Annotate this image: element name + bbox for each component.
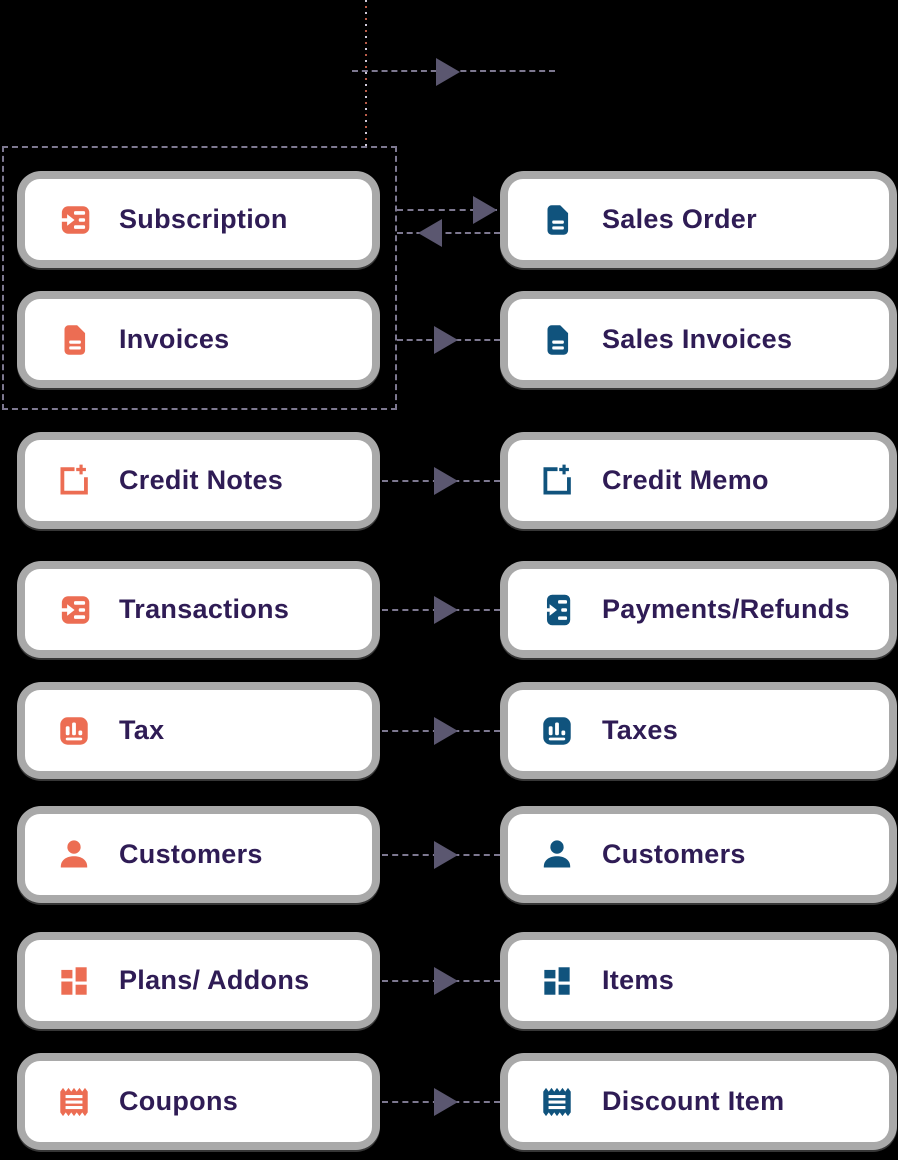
left-card-label: Credit Notes (119, 465, 284, 495)
mapping-row: Transactions Payments/Refunds (0, 561, 898, 658)
left-card: Customers (17, 806, 380, 903)
subscription-invoices-group-box (2, 146, 397, 410)
arrowhead-right-icon (434, 841, 458, 869)
right-card-inner: Items (508, 940, 889, 1021)
left-card-inner: Customers (25, 814, 372, 895)
arrowhead-right-icon (434, 717, 458, 745)
mapping-row: Credit Notes Credit Memo (0, 432, 898, 529)
right-card: Customers (500, 806, 897, 903)
top-arrowhead-right-icon (436, 58, 460, 86)
left-card-label: Plans/ Addons (119, 965, 310, 995)
items-icon (538, 962, 576, 1000)
right-card: Sales Order (500, 171, 897, 268)
right-card-label: Sales Order (602, 204, 757, 234)
left-card-label: Transactions (119, 594, 290, 624)
left-card-label: Tax (119, 715, 165, 745)
discount-item-icon (538, 1083, 576, 1121)
right-card-inner: Sales Invoices (508, 299, 889, 380)
right-card-inner: Sales Order (508, 179, 889, 260)
left-card-inner: Coupons (25, 1061, 372, 1142)
mapping-row: Plans/ Addons Items (0, 932, 898, 1029)
mapping-row: Invoices Sales Invoices (0, 291, 898, 388)
mapping-row: Customers Customers (0, 806, 898, 903)
right-card-inner: Credit Memo (508, 440, 889, 521)
right-card: Sales Invoices (500, 291, 897, 388)
left-card: Plans/ Addons (17, 932, 380, 1029)
left-card: Credit Notes (17, 432, 380, 529)
left-card: Subscription (17, 171, 380, 268)
tax-icon (55, 712, 93, 750)
arrowhead-right-icon (434, 967, 458, 995)
sales-invoices-icon (538, 321, 576, 359)
customers-icon (55, 836, 93, 874)
right-card: Credit Memo (500, 432, 897, 529)
right-card-label: Discount Item (602, 1086, 785, 1116)
left-card: Transactions (17, 561, 380, 658)
right-card: Items (500, 932, 897, 1029)
payments-refunds-icon (538, 591, 576, 629)
vertical-dotted-line (365, 0, 367, 146)
left-card-label: Subscription (119, 204, 288, 234)
credit-notes-icon (55, 462, 93, 500)
right-card-label: Taxes (602, 715, 679, 745)
taxes-icon (538, 712, 576, 750)
right-card-label: Sales Invoices (602, 324, 793, 354)
left-card-inner: Tax (25, 690, 372, 771)
right-card-label: Payments/Refunds (602, 594, 850, 624)
dashed-connector-line (397, 232, 500, 234)
mapping-row: Tax Taxes (0, 682, 898, 779)
left-card: Coupons (17, 1053, 380, 1150)
sales-order-icon (538, 201, 576, 239)
right-card-label: Credit Memo (602, 465, 769, 495)
left-card-inner: Plans/ Addons (25, 940, 372, 1021)
arrowhead-right-icon (434, 1088, 458, 1116)
arrowhead-right-icon (434, 467, 458, 495)
right-card: Discount Item (500, 1053, 897, 1150)
left-card-inner: Subscription (25, 179, 372, 260)
subscription-icon (55, 201, 93, 239)
left-card-inner: Credit Notes (25, 440, 372, 521)
right-card-inner: Customers (508, 814, 889, 895)
customers-right-icon (538, 836, 576, 874)
right-card-label: Customers (602, 839, 746, 869)
left-card: Invoices (17, 291, 380, 388)
arrowhead-right-icon (434, 596, 458, 624)
arrowhead-left-icon (418, 219, 442, 247)
right-card: Taxes (500, 682, 897, 779)
right-card-inner: Payments/Refunds (508, 569, 889, 650)
plans-addons-icon (55, 962, 93, 1000)
transactions-icon (55, 591, 93, 629)
left-card-inner: Invoices (25, 299, 372, 380)
left-card: Tax (17, 682, 380, 779)
left-card-label: Invoices (119, 324, 230, 354)
right-card-inner: Discount Item (508, 1061, 889, 1142)
mapping-row: Coupons Discount Item (0, 1053, 898, 1150)
invoices-icon (55, 321, 93, 359)
right-card-inner: Taxes (508, 690, 889, 771)
left-card-label: Coupons (119, 1086, 239, 1116)
left-card-inner: Transactions (25, 569, 372, 650)
left-card-label: Customers (119, 839, 263, 869)
mapping-row: Subscription Sales Order (0, 171, 898, 268)
coupons-icon (55, 1083, 93, 1121)
arrowhead-right-icon (473, 196, 497, 224)
dashed-connector-line (397, 209, 497, 211)
arrowhead-right-icon (434, 326, 458, 354)
right-card-label: Items (602, 965, 675, 995)
credit-memo-icon (538, 462, 576, 500)
right-card: Payments/Refunds (500, 561, 897, 658)
